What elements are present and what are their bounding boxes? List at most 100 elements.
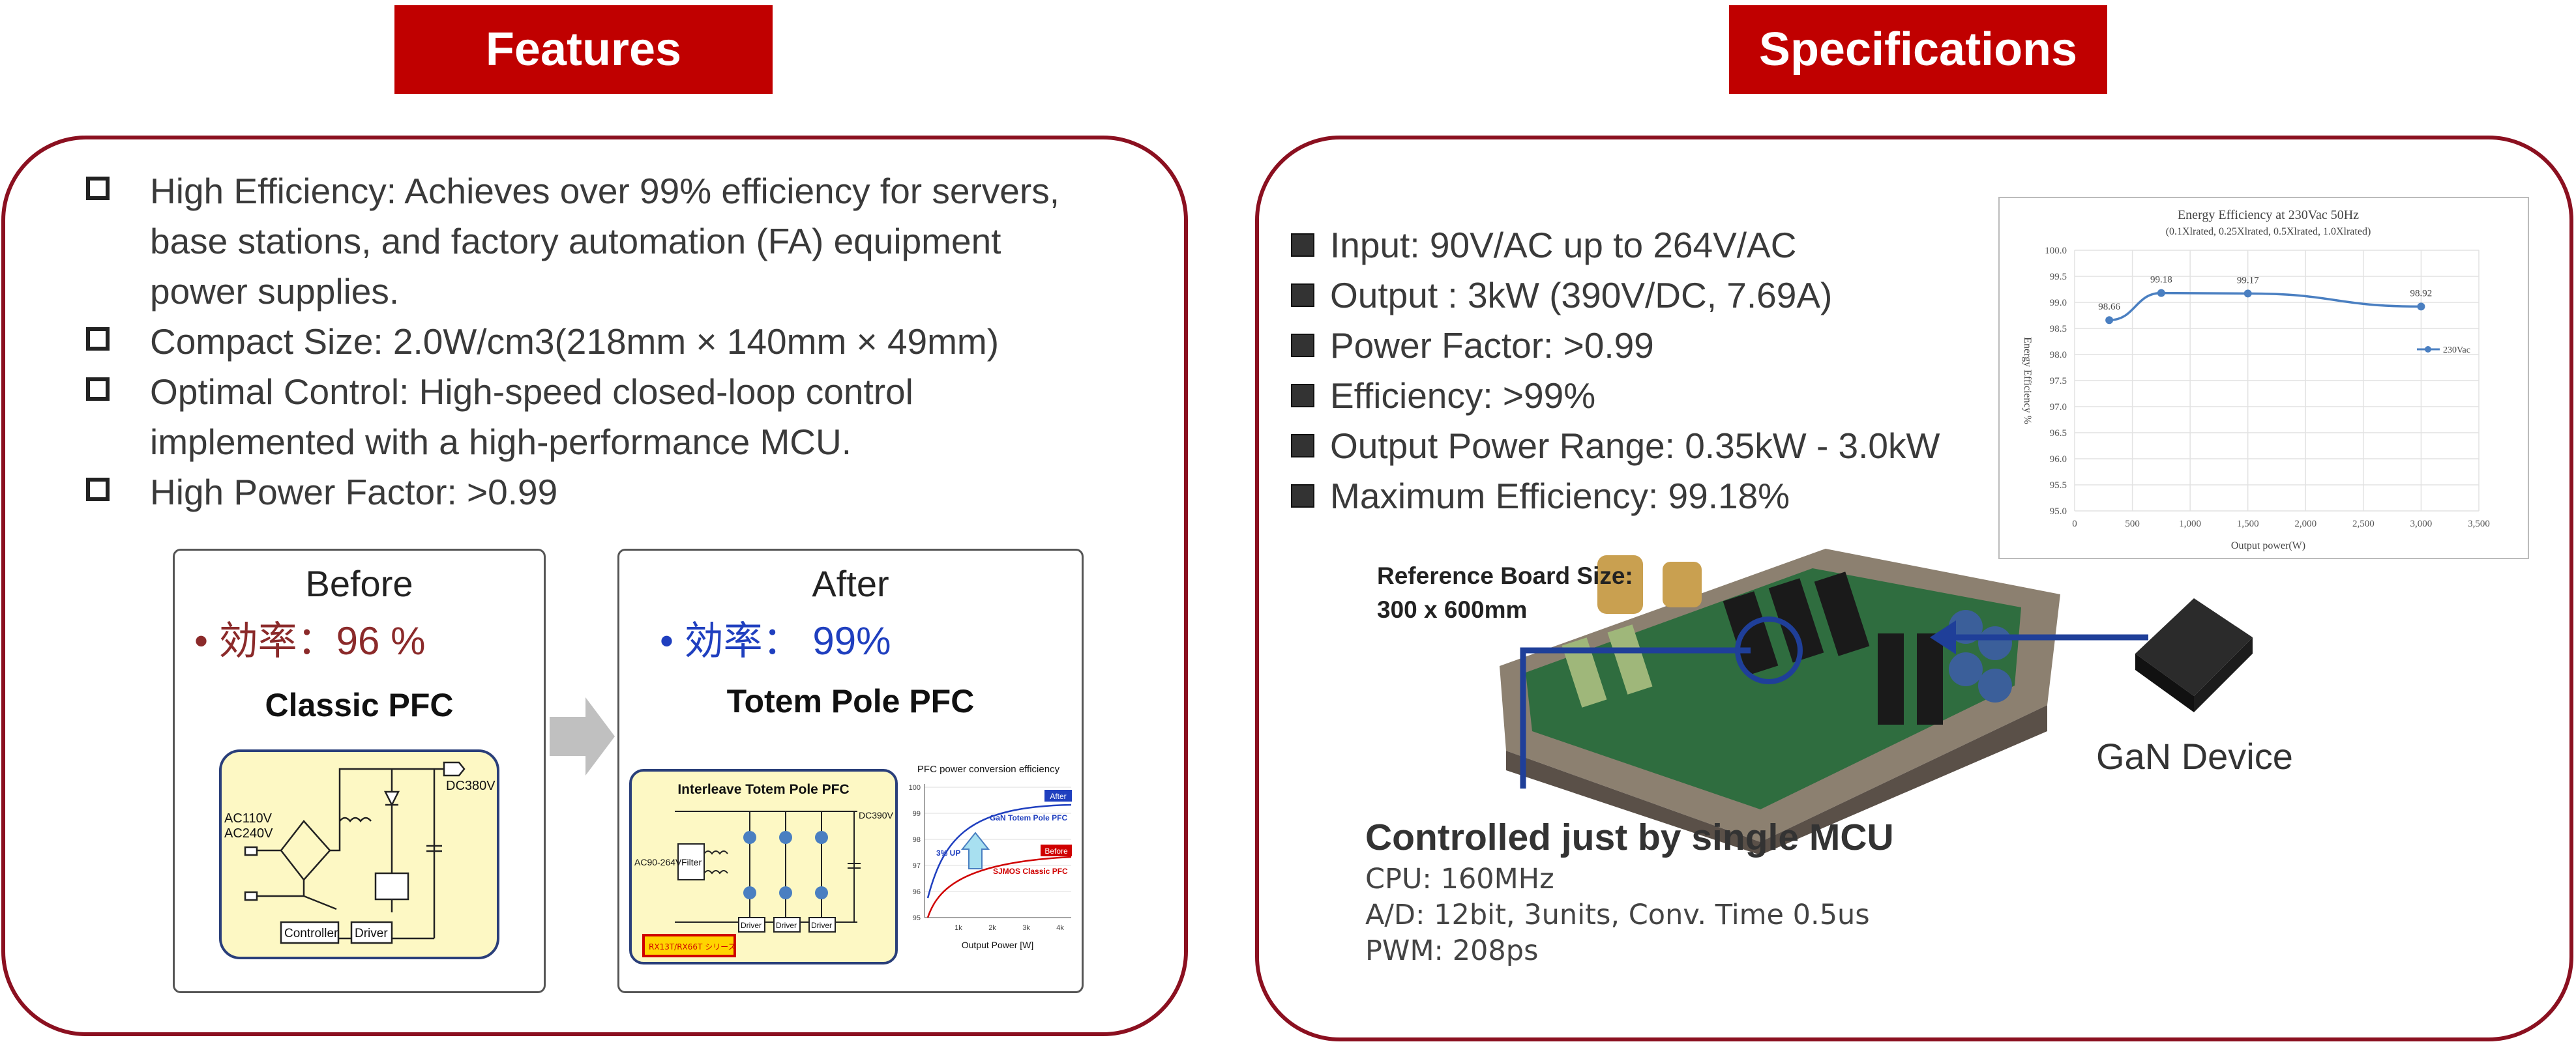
schematic-ac1-label: AC110V (224, 811, 273, 826)
board-size-label: Reference Board Size: 300 x 600mm (1377, 559, 1633, 627)
totem-title: Interleave Totem Pole PFC (677, 782, 849, 797)
mini-chart-sjmos-label: SJMOS Classic PFC (993, 867, 1068, 876)
y-tick-label: 100.0 (2045, 246, 2067, 256)
board-size-line-1: Reference Board Size: (1377, 562, 1633, 589)
y-tick-label: 96.5 (2050, 428, 2067, 439)
totem-mcu-tag: RX13T/RX66T シリーズ (649, 942, 736, 951)
data-label: 99.18 (2150, 275, 2172, 285)
legend-marker (2425, 346, 2431, 353)
y-tick-label: 96.0 (2050, 454, 2067, 465)
square-bullet-icon (1291, 484, 1314, 508)
feature-text: Optimal Control: High-speed closed-loop … (150, 371, 913, 462)
data-label: 98.66 (2098, 302, 2120, 312)
totem-pole-schematic: Interleave Totem Pole PFC AC90-264V Filt… (629, 769, 898, 964)
spec-item: Output Power Range: 0.35kW - 3.0kW (1291, 421, 1940, 471)
classic-pfc-schematic: DC380V AC110V AC240V Controller Driver (219, 749, 499, 959)
square-bullet-icon (1291, 334, 1314, 357)
chart-subtitle: (0.1Xlrated, 0.25Xlrated, 0.5Xlrated, 1.… (2166, 226, 2371, 237)
schematic-background (219, 749, 499, 959)
mini-y-tick-label: 95 (913, 914, 921, 922)
board-annotations (1520, 616, 2148, 789)
mini-chart-gan-label: GaN Totem Pole PFC (990, 813, 1067, 822)
mini-efficiency-chart: PFC power conversion efficiency 10099989… (909, 764, 1072, 950)
totem-ac-label: AC90-264V (634, 857, 682, 867)
checkbox-icon (86, 327, 110, 351)
mcu-callout-line (1520, 647, 1751, 789)
x-tick-label: 1,500 (2237, 519, 2259, 529)
arrow-left-icon (1930, 620, 1956, 654)
mini-y-tick-label: 98 (913, 836, 921, 844)
y-tick-label: 95.5 (2050, 480, 2067, 491)
spec-item: Efficiency: >99% (1291, 371, 1940, 421)
mini-chart-before-tag: Before (1044, 847, 1068, 856)
spec-item: Power Factor: >0.99 (1291, 321, 1940, 371)
square-bullet-icon (1291, 233, 1314, 257)
x-tick-label: 3,000 (2410, 519, 2433, 529)
feature-item: Compact Size: 2.0W/cm3(218mm × 140mm × 4… (85, 317, 1063, 367)
y-tick-label: 98.5 (2050, 324, 2067, 334)
data-point (2105, 316, 2114, 325)
data-point (2243, 289, 2252, 298)
mini-chart-xlabel: Output Power [W] (962, 940, 1033, 950)
spec-item: Input: 90V/AC up to 264V/AC (1291, 220, 1940, 270)
spec-item: Output : 3kW (390V/DC, 7.69A) (1291, 270, 1940, 321)
mcu-highlight-circle (1735, 616, 1803, 684)
totem-dc-label: DC390V (859, 810, 894, 820)
arrow-right-icon (550, 697, 615, 776)
features-list: High Efficiency: Achieves over 99% effic… (85, 166, 1063, 517)
mcu-specs: CPU: 160MHz A/D: 12bit, 3units, Conv. Ti… (1365, 862, 1870, 969)
spec-text: Output Power Range: 0.35kW - 3.0kW (1330, 426, 1940, 466)
after-card: After • 効率： 99% Totem Pole PFC Interleav… (617, 549, 1084, 993)
x-tick-label: 500 (2125, 519, 2140, 529)
y-tick-label: 97.0 (2050, 402, 2067, 413)
square-bullet-icon (1291, 384, 1314, 407)
feature-text: Compact Size: 2.0W/cm3(218mm × 140mm × 4… (150, 321, 999, 362)
specifications-header: Specifications (1729, 5, 2107, 94)
features-header: Features (394, 5, 773, 94)
mini-y-tick-label: 100 (909, 784, 921, 792)
feature-item: Optimal Control: High-speed closed-loop … (85, 367, 1063, 467)
data-point (2157, 289, 2165, 297)
spec-text: Efficiency: >99% (1330, 375, 1596, 416)
totem-driver-label: Driver (776, 921, 797, 930)
checkbox-icon (86, 478, 110, 501)
mini-y-tick-label: 97 (913, 862, 921, 870)
before-pfc-name: Classic PFC (265, 687, 454, 723)
legend-label: 230Vac (2443, 345, 2470, 355)
feature-item: High Efficiency: Achieves over 99% effic… (85, 166, 1063, 317)
totem-filter-label: Filter (681, 857, 702, 867)
specifications-header-text: Specifications (1758, 23, 2078, 76)
feature-item: High Power Factor: >0.99 (85, 467, 1063, 517)
totem-driver-label: Driver (811, 921, 832, 930)
feature-text: High Power Factor: >0.99 (150, 472, 558, 512)
spec-item: Maximum Efficiency: 99.18% (1291, 471, 1940, 521)
schematic-driver-label: Driver (355, 927, 388, 940)
after-title: After (812, 563, 889, 604)
chart-title: Energy Efficiency at 230Vac 50Hz (2178, 208, 2359, 222)
reference-board-image (1500, 549, 2060, 855)
before-card: Before • 効率：96 % Classic PFC DC380V AC11… (173, 549, 546, 993)
spec-text: Output : 3kW (390V/DC, 7.69A) (1330, 275, 1833, 315)
square-bullet-icon (1291, 283, 1314, 307)
x-tick-label: 3,500 (2468, 519, 2490, 529)
after-pfc-name: Totem Pole PFC (726, 683, 975, 719)
spec-text: Maximum Efficiency: 99.18% (1330, 476, 1790, 516)
series-line (2109, 291, 2421, 321)
checkbox-icon (86, 177, 110, 200)
mini-y-tick-label: 96 (913, 888, 921, 896)
specifications-list: Input: 90V/AC up to 264V/AC Output : 3kW… (1291, 220, 1940, 521)
mcu-title: Controlled just by single MCU (1365, 817, 1894, 858)
features-header-text: Features (485, 23, 682, 76)
totem-driver-label: Driver (741, 921, 762, 930)
x-tick-label: 1,000 (2179, 519, 2201, 529)
efficiency-chart: Energy Efficiency at 230Vac 50Hz (0.1Xlr… (1998, 197, 2529, 559)
chart-ylabel: Energy Efficiency % (2022, 337, 2033, 424)
mcu-spec-line: CPU: 160MHz (1365, 863, 1554, 895)
mini-chart-up-label: 3% UP (936, 848, 960, 858)
y-tick-label: 99.0 (2050, 298, 2067, 308)
mini-x-tick-label: 2k (988, 924, 996, 932)
spec-text: Input: 90V/AC up to 264V/AC (1330, 225, 1797, 265)
y-tick-label: 97.5 (2050, 376, 2067, 386)
x-tick-label: 2,500 (2352, 519, 2375, 529)
schematic-ac2-label: AC240V (224, 826, 273, 841)
